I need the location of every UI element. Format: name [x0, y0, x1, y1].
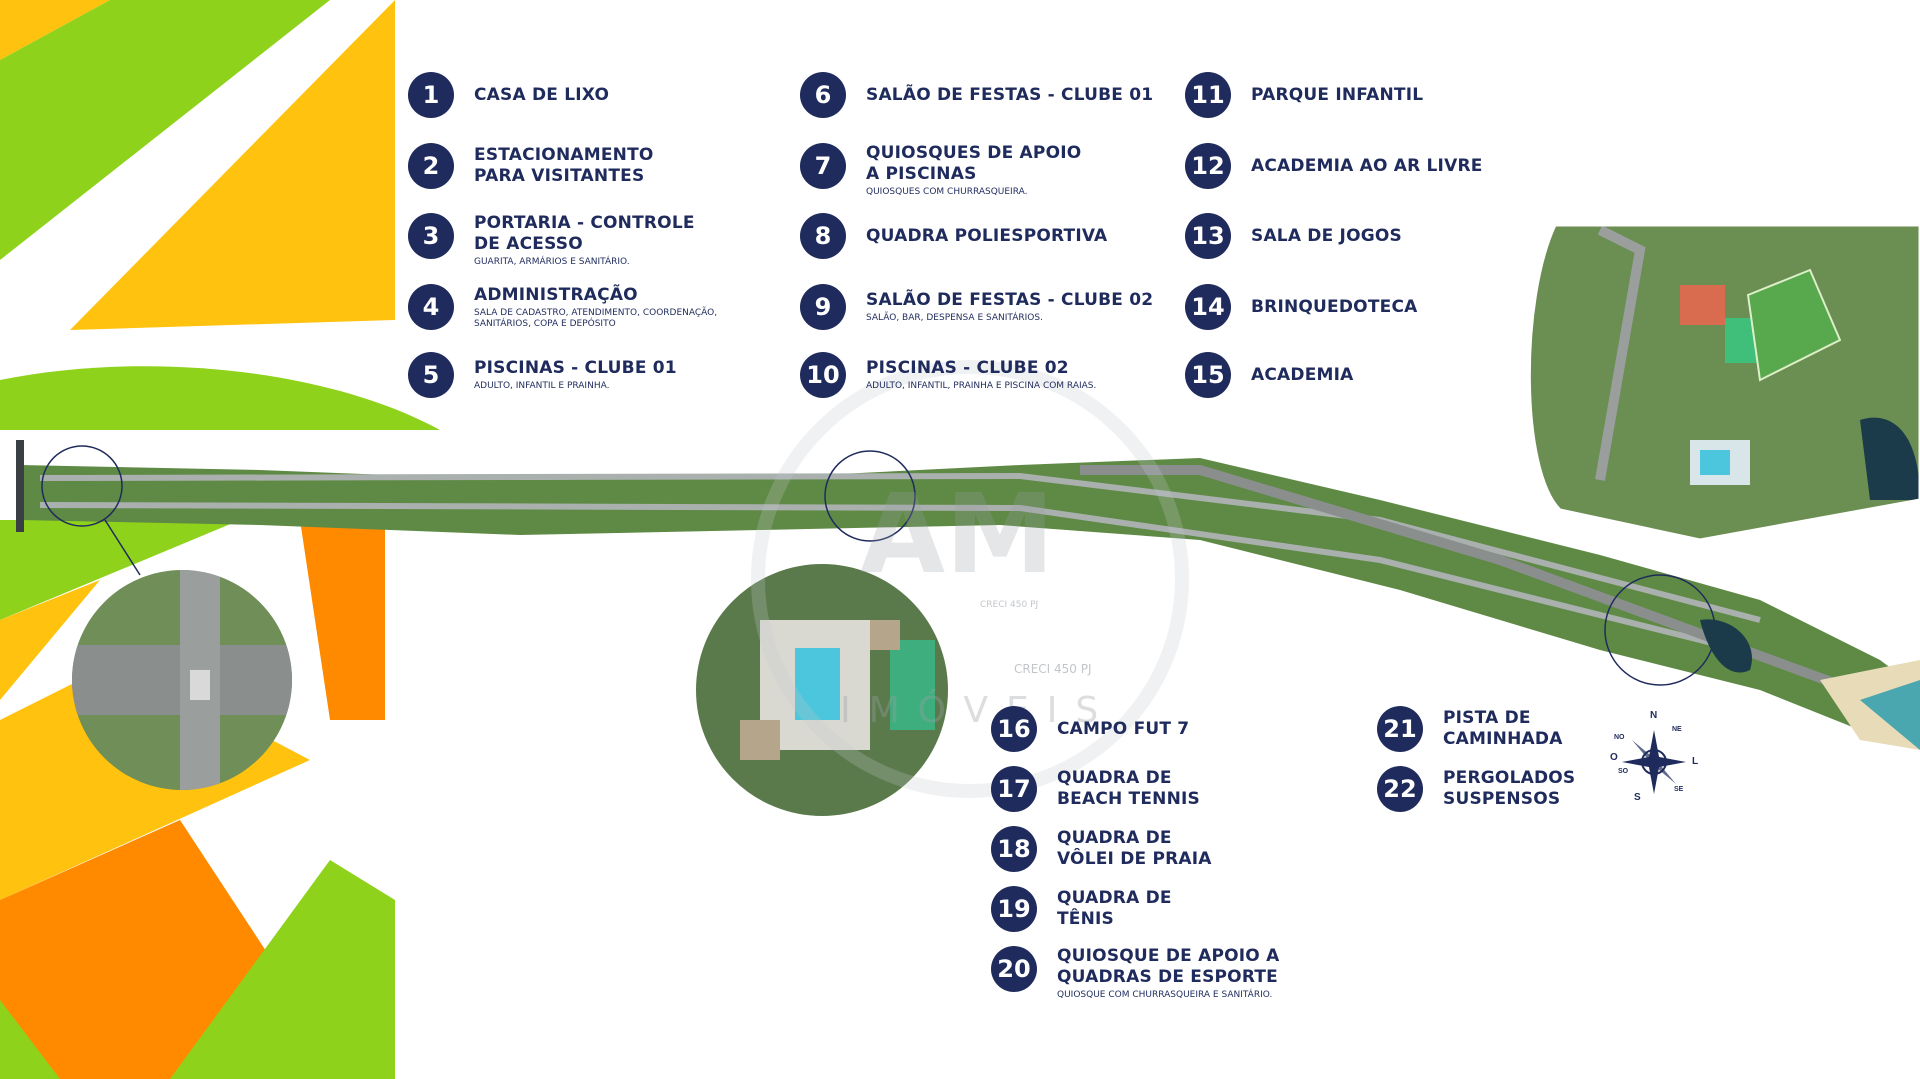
- compass-n: N: [1650, 710, 1658, 721]
- watermark-brand-text: IMÓVEIS: [840, 690, 1117, 731]
- legend-title: QUADRA DE BEACH TENNIS: [1057, 768, 1200, 809]
- legend-subtitle: QUIOSQUES COM CHURRASQUEIRA.: [866, 187, 1028, 197]
- legend-item-7: 7 QUIOSQUES DE APOIO A PISCINAS QUIOSQUE…: [800, 143, 1081, 198]
- main-land-strip: [20, 458, 1920, 745]
- legend-title: ACADEMIA: [1251, 364, 1354, 385]
- legend-item-9: 9 SALÃO DE FESTAS - CLUBE 02 SALÃO, BAR,…: [800, 284, 1153, 330]
- legend-number-badge: 9: [800, 284, 846, 330]
- legend-number-badge: 20: [991, 946, 1037, 992]
- legend-number-badge: 8: [800, 213, 846, 259]
- legend-title: SALÃO DE FESTAS - CLUBE 02: [866, 290, 1154, 310]
- legend-title: QUADRA POLIESPORTIVA: [866, 225, 1108, 246]
- compass-se: SE: [1674, 786, 1684, 793]
- legend-item-3: 3 PORTARIA - CONTROLE DE ACESSO GUARITA,…: [408, 213, 695, 268]
- legend-item-4: 4 ADMINISTRAÇÃO SALA DE CADASTRO, ATENDI…: [408, 284, 717, 330]
- legend-title: QUIOSQUE DE APOIO A QUADRAS DE ESPORTE: [1057, 946, 1280, 987]
- legend-title: SALÃO DE FESTAS - CLUBE 01: [866, 84, 1154, 105]
- legend-item-10: 10 PISCINAS - CLUBE 02 ADULTO, INFANTIL,…: [800, 352, 1096, 398]
- legend-number-badge: 18: [991, 826, 1037, 872]
- legend-title: QUADRA DE TÊNIS: [1057, 888, 1172, 929]
- legend-subtitle: SALÃO, BAR, DESPENSA E SANITÁRIOS.: [866, 313, 1043, 323]
- compass-no: NO: [1614, 734, 1625, 741]
- compass-s: S: [1634, 792, 1641, 803]
- legend-item-5: 5 PISCINAS - CLUBE 01 ADULTO, INFANTIL E…: [408, 352, 677, 398]
- legend-title: QUIOSQUES DE APOIO A PISCINAS: [866, 143, 1082, 184]
- legend-title: ACADEMIA AO AR LIVRE: [1251, 155, 1483, 176]
- legend-item-6: 6 SALÃO DE FESTAS - CLUBE 01: [800, 72, 1153, 118]
- legend-item-17: 17 QUADRA DE BEACH TENNIS: [991, 766, 1200, 812]
- legend-item-20: 20 QUIOSQUE DE APOIO A QUADRAS DE ESPORT…: [991, 946, 1279, 1001]
- legend-subtitle: ADULTO, INFANTIL, PRAINHA E PISCINA COM …: [866, 381, 1097, 391]
- compass-rose: N NE L SE S SO O NO: [1610, 710, 1698, 803]
- compass-so: SO: [1618, 768, 1629, 775]
- legend-subtitle: QUIOSQUE COM CHURRASQUEIRA E SANITÁRIO.: [1057, 990, 1273, 1000]
- legend-title: PORTARIA - CONTROLE DE ACESSO: [474, 213, 695, 254]
- legend-number-badge: 12: [1185, 143, 1231, 189]
- watermark-creci: CRECI 450 PJ: [1014, 662, 1092, 676]
- legend-title: CASA DE LIXO: [474, 84, 610, 105]
- legend-title: PERGOLADOS SUSPENSOS: [1443, 768, 1576, 809]
- legend-item-14: 14 BRINQUEDOTECA: [1185, 284, 1417, 330]
- legend-item-12: 12 ACADEMIA AO AR LIVRE: [1185, 143, 1483, 189]
- legend-number-badge: 11: [1185, 72, 1231, 118]
- legend-number-badge: 21: [1377, 706, 1423, 752]
- legend-title: ADMINISTRAÇÃO: [474, 284, 638, 305]
- legend-item-16: 16 CAMPO FUT 7: [991, 706, 1189, 752]
- legend-item-21: 21 PISTA DE CAMINHADA: [1377, 706, 1563, 752]
- watermark-creci-small: CRECI 450 PJ: [980, 600, 1039, 610]
- legend-title: ESTACIONAMENTO PARA VISITANTES: [474, 145, 654, 186]
- legend-title: PISCINAS - CLUBE 01: [474, 358, 677, 378]
- legend-title: PARQUE INFANTIL: [1251, 84, 1424, 105]
- legend-number-badge: 15: [1185, 352, 1231, 398]
- legend-item-19: 19 QUADRA DE TÊNIS: [991, 886, 1172, 932]
- legend-number-badge: 10: [800, 352, 846, 398]
- legend-number-badge: 17: [991, 766, 1037, 812]
- legend-item-2: 2 ESTACIONAMENTO PARA VISITANTES: [408, 143, 654, 189]
- legend-item-22: 22 PERGOLADOS SUSPENSOS: [1377, 766, 1575, 812]
- compass-icon: [1622, 730, 1686, 794]
- legend-subtitle: GUARITA, ARMÁRIOS E SANITÁRIO.: [474, 257, 630, 267]
- legend-item-15: 15 ACADEMIA: [1185, 352, 1354, 398]
- legend-number-badge: 6: [800, 72, 846, 118]
- legend-subtitle: SALA DE CADASTRO, ATENDIMENTO, COORDENAÇ…: [474, 307, 718, 329]
- legend-title: SALA DE JOGOS: [1251, 225, 1402, 246]
- legend-title: PISCINAS - CLUBE 02: [866, 358, 1069, 378]
- legend-item-1: 1 CASA DE LIXO: [408, 72, 609, 118]
- legend-item-8: 8 QUADRA POLIESPORTIVA: [800, 213, 1107, 259]
- legend-number-badge: 14: [1185, 284, 1231, 330]
- legend-title: CAMPO FUT 7: [1057, 718, 1190, 739]
- legend-number-badge: 22: [1377, 766, 1423, 812]
- legend-number-badge: 7: [800, 143, 846, 189]
- legend-title: BRINQUEDOTECA: [1251, 296, 1418, 317]
- legend-title: QUADRA DE VÔLEI DE PRAIA: [1057, 828, 1212, 869]
- legend-item-11: 11 PARQUE INFANTIL: [1185, 72, 1423, 118]
- compass-o: O: [1610, 752, 1618, 763]
- legend-number-badge: 4: [408, 284, 454, 330]
- compass-ne: NE: [1672, 726, 1682, 733]
- legend-title: PISTA DE CAMINHADA: [1443, 708, 1563, 749]
- legend-number-badge: 2: [408, 143, 454, 189]
- watermark-brand: AM: [860, 470, 1055, 598]
- legend-number-badge: 13: [1185, 213, 1231, 259]
- legend-item-13: 13 SALA DE JOGOS: [1185, 213, 1402, 259]
- legend-number-badge: 3: [408, 213, 454, 259]
- legend-item-18: 18 QUADRA DE VÔLEI DE PRAIA: [991, 826, 1212, 872]
- legend-number-badge: 19: [991, 886, 1037, 932]
- watermark-logo: [700, 360, 1240, 810]
- legend-subtitle: ADULTO, INFANTIL E PRAINHA.: [474, 381, 610, 391]
- legend-number-badge: 5: [408, 352, 454, 398]
- legend-number-badge: 1: [408, 72, 454, 118]
- legend-number-badge: 16: [991, 706, 1037, 752]
- compass-l: L: [1692, 756, 1699, 767]
